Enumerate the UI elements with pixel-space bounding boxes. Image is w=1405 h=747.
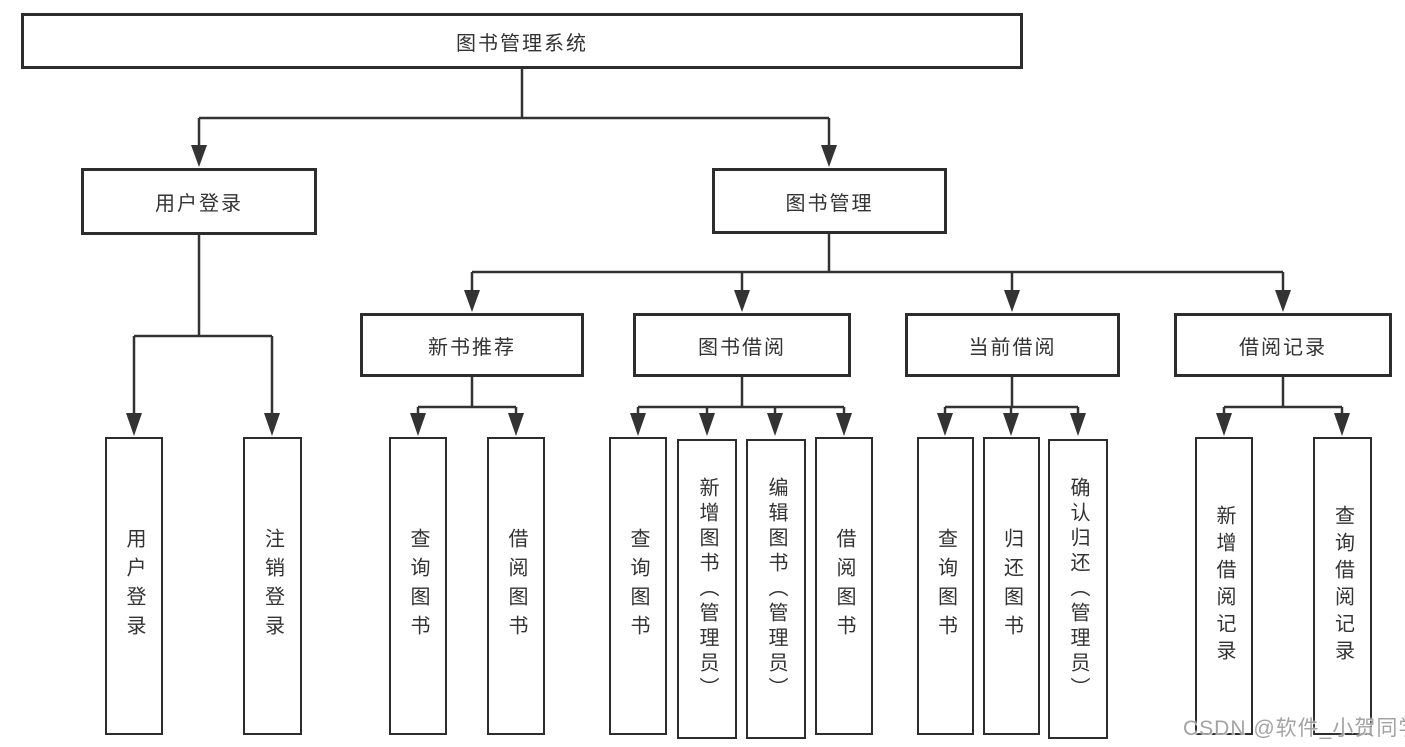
node-borrow-records: 借阅记录	[1174, 313, 1392, 377]
leaf-confirm-return-admin: 确认归还（管理员）	[1048, 439, 1108, 739]
leaf-label: 编辑图书（管理员）	[765, 476, 787, 702]
node-current-borrow: 当前借阅	[905, 313, 1120, 377]
leaf-recommend-query-books: 查询图书	[389, 437, 447, 735]
leaf-current-query-books: 查询图书	[917, 437, 974, 735]
leaf-add-borrow-record: 新增借阅记录	[1195, 437, 1253, 735]
leaf-label: 查询图书	[934, 528, 957, 644]
leaf-logout: 注销登录	[243, 437, 302, 735]
node-book-borrow: 图书借阅	[633, 313, 851, 377]
leaf-label: 查询借阅记录	[1331, 505, 1354, 667]
node-new-book-recommend: 新书推荐	[360, 313, 584, 377]
leaf-label: 新增借阅记录	[1213, 505, 1235, 667]
arrowheads	[126, 145, 1350, 436]
leaf-recommend-borrow-books: 借阅图书	[487, 437, 545, 735]
node-user-login: 用户登录	[81, 168, 317, 235]
leaf-label: 用户登录	[123, 528, 145, 644]
leaf-query-borrow-record: 查询借阅记录	[1313, 437, 1372, 735]
leaf-label: 归还图书	[1000, 528, 1023, 644]
leaf-label: 查询图书	[627, 528, 649, 644]
node-book-management: 图书管理	[712, 168, 947, 234]
leaf-label: 借阅图书	[833, 528, 855, 644]
leaf-label: 借阅图书	[505, 528, 527, 644]
leaf-label: 查询图书	[407, 528, 429, 644]
leaf-label: 确认归还（管理员）	[1067, 476, 1089, 702]
leaf-add-books-admin: 新增图书（管理员）	[677, 439, 737, 739]
leaf-return-books: 归还图书	[983, 437, 1040, 735]
leaf-label: 新增图书（管理员）	[696, 476, 718, 702]
leaf-borrow-query-books: 查询图书	[609, 437, 667, 735]
leaf-label: 注销登录	[261, 528, 284, 644]
leaf-user-login: 用户登录	[105, 437, 163, 735]
leaf-edit-books-admin: 编辑图书（管理员）	[746, 439, 806, 739]
leaf-borrow-borrow-books: 借阅图书	[815, 437, 873, 735]
node-root: 图书管理系统	[21, 13, 1023, 69]
